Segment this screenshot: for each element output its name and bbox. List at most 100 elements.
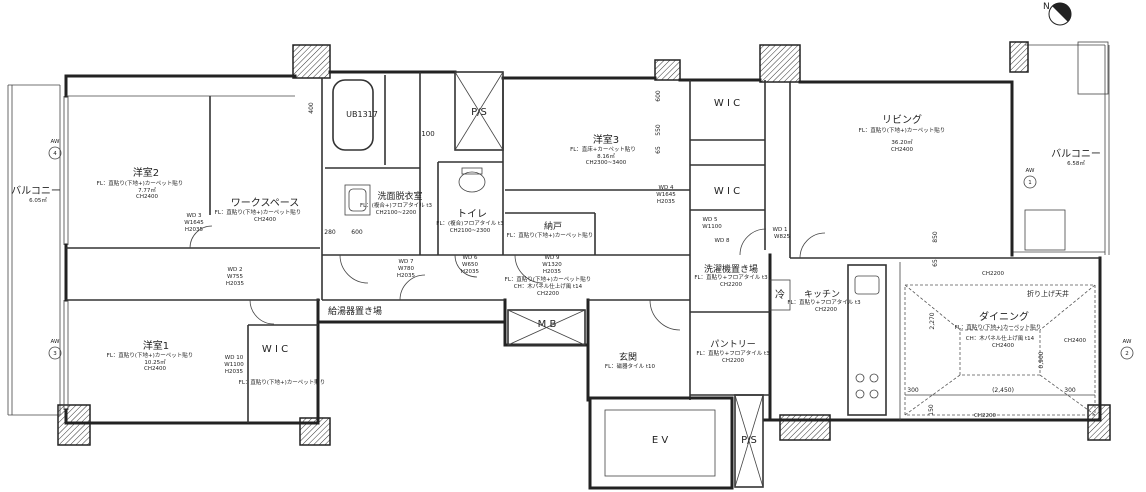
exterior-walls	[63, 70, 1102, 425]
room-name: バルコニー	[11, 185, 61, 197]
dimension: (2,450)	[992, 387, 1014, 394]
compass: N	[1043, 2, 1072, 26]
stove-burner	[869, 389, 879, 399]
room-area: 6.05㎡	[29, 196, 47, 204]
room-floor: FL：直貼り(下地+)カーペット貼り	[97, 179, 184, 187]
door-tag: WD 6	[463, 255, 478, 261]
marker-label: AW	[51, 139, 60, 145]
ceiling-mark: CH2200	[974, 413, 996, 419]
room-name: 洋室1	[143, 339, 169, 352]
dimension: 280	[324, 229, 336, 236]
room-name: トイレ	[457, 209, 487, 220]
room-floor: FL：直貼り(下地+)カーペット貼り	[955, 323, 1042, 331]
fridge-label: 冷	[775, 288, 785, 301]
door-width: W1645	[184, 220, 204, 226]
room-western-2: 洋室2 FL：直貼り(下地+)カーペット貼り 7.77㎡ CH2400	[97, 166, 184, 200]
room-floor: FL：(複合+)フロアタイル t3	[360, 201, 433, 209]
door-width: W1100	[702, 224, 722, 230]
window-marker: AW 4	[48, 139, 62, 160]
balcony-right-outline	[1012, 41, 1110, 255]
room-workspace: ワークスペース FL：直貼り(下地+)カーペット貼り CH2400	[215, 197, 302, 223]
door-tag: WD 3	[187, 213, 202, 219]
dimension: 100	[421, 130, 434, 138]
room-western-1: 洋室1 FL：直貼り(下地+)カーペット貼り 10.25㎡ CH2400	[107, 339, 194, 372]
room-name: 洋室3	[593, 133, 619, 146]
room-ceiling-finish: CH：木パネル仕上げ風 t14	[966, 334, 1035, 342]
door-width: W1100	[224, 362, 244, 368]
dimension: 400	[308, 102, 315, 114]
room-dining: ダイニング FL：直貼り(下地+)カーペット貼り CH：木パネル仕上げ風 t14…	[955, 289, 1069, 349]
corridor: FL：直貼り(下地+)カーペット貼り CH：木パネル仕上げ風 t14 CH220…	[505, 275, 592, 297]
dimension: 550	[655, 124, 662, 136]
room-ceiling: CH2400	[254, 217, 276, 223]
dimension: 600	[655, 90, 662, 102]
kitchen-counter	[847, 264, 887, 416]
room-balcony-left: バルコニー 6.05㎡	[11, 185, 61, 204]
door-height: H2035	[657, 199, 676, 205]
room-name: 洗面脱衣室	[377, 190, 422, 202]
room-name: リビング	[882, 113, 922, 126]
marker-label: AW	[1123, 339, 1132, 345]
door-tag: WD 7	[399, 259, 414, 265]
room-ps-top-name: P/S	[471, 107, 487, 118]
room-western-3: 洋室3 FL：直床+カーペット貼り 8.16㎡ CH2300~3400	[570, 133, 636, 166]
marker-num: 4	[53, 151, 57, 157]
north-label: N	[1043, 2, 1050, 12]
ev-label: E V	[652, 435, 668, 446]
door-tag-wd9: WD 9 W1320 H2035	[542, 255, 562, 275]
door-tag: WD 5	[703, 217, 718, 223]
room-wic-top-2-name: W I C	[714, 186, 740, 197]
dimension: 600	[351, 229, 363, 236]
room-area: 8.16㎡	[597, 152, 615, 160]
room-name: 洗濯機置き場	[704, 263, 758, 275]
door-tag: WD 1	[773, 227, 788, 233]
marker-label: AW	[1026, 168, 1035, 174]
room-ceiling: CH2100~2300	[450, 228, 491, 234]
room-name: W I C	[262, 344, 288, 355]
room-area: 6.58㎡	[1067, 159, 1085, 167]
dimension: 850	[932, 231, 939, 243]
room-storage: 納戸 FL：直貼り(下地+)カーペット貼り	[507, 220, 594, 239]
marker-num: 1	[1028, 180, 1032, 186]
door-width: W1645	[656, 192, 676, 198]
room-floor: FL：直床+カーペット貼り	[570, 145, 636, 153]
room-floor: FL：直貼り(下地+)カーペット貼り	[507, 231, 594, 239]
window-marker: AW 3	[48, 339, 62, 360]
marker-num: 2	[1125, 351, 1129, 357]
door-swings	[189, 225, 826, 331]
dimension: 2,270	[929, 312, 936, 329]
door-tag-wd8: WD 8	[715, 238, 730, 244]
corridor-floor: FL：直貼り(下地+)カーペット貼り	[505, 275, 592, 283]
water-heater-label: 給湯器置き場	[328, 305, 382, 317]
door-tag-wd7: WD 7 W780 H2035	[397, 259, 416, 279]
room-floor: FL：直貼り+フロアタイル t3	[787, 298, 861, 306]
door-height: H2035	[543, 269, 562, 275]
mb-box	[507, 309, 586, 346]
sink	[854, 275, 880, 295]
room-ceiling: CH2400	[136, 194, 158, 200]
ps-bottom-label: P/S	[741, 435, 757, 446]
door-width: W650	[462, 262, 478, 268]
room-area: 10.25㎡	[144, 358, 166, 366]
window-marker: AW 2	[1120, 339, 1134, 360]
room-bath-name: UB1317	[346, 110, 378, 119]
room-name: 納戸	[544, 220, 562, 232]
room-name: キッチン	[804, 289, 840, 300]
room-ceiling: CH2200	[720, 282, 742, 288]
ps-top-shaft	[454, 71, 504, 151]
corridor-ceiling-finish: CH：木パネル仕上げ風 t14	[514, 282, 583, 290]
ps-bottom-shaft	[734, 394, 764, 488]
room-wic-top-1-name: W I C	[714, 98, 740, 109]
room-floor: FL：直貼り+フロアタイル t3	[696, 349, 770, 357]
ev-shaft	[588, 396, 734, 490]
door-width: W825	[774, 234, 790, 240]
stove-burner	[855, 373, 865, 383]
door-tag-wd5: WD 5 W1100	[702, 217, 722, 230]
stove-burner	[869, 373, 879, 383]
structural-columns	[57, 41, 1111, 446]
room-area: 36.20㎡	[891, 138, 913, 146]
room-pantry: パントリー FL：直貼り+フロアタイル t3 CH2200	[696, 339, 770, 364]
door-height: H2035	[185, 227, 204, 233]
door-height: H2035	[226, 281, 245, 287]
door-height: H2035	[461, 269, 480, 275]
